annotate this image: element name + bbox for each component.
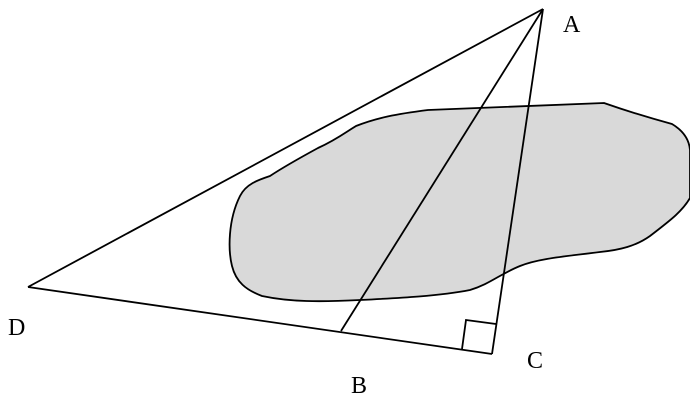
- label-D: D: [8, 315, 25, 341]
- label-B: B: [351, 373, 367, 399]
- segment-AC: [491, 8, 544, 355]
- label-A: A: [563, 12, 581, 38]
- label-C: C: [527, 348, 543, 374]
- segment-DC: [27, 286, 493, 355]
- segment-AB: [340, 8, 544, 332]
- shaded-region: [228, 102, 690, 303]
- right-angle-marker: [461, 318, 497, 350]
- segment-DA: [27, 8, 544, 288]
